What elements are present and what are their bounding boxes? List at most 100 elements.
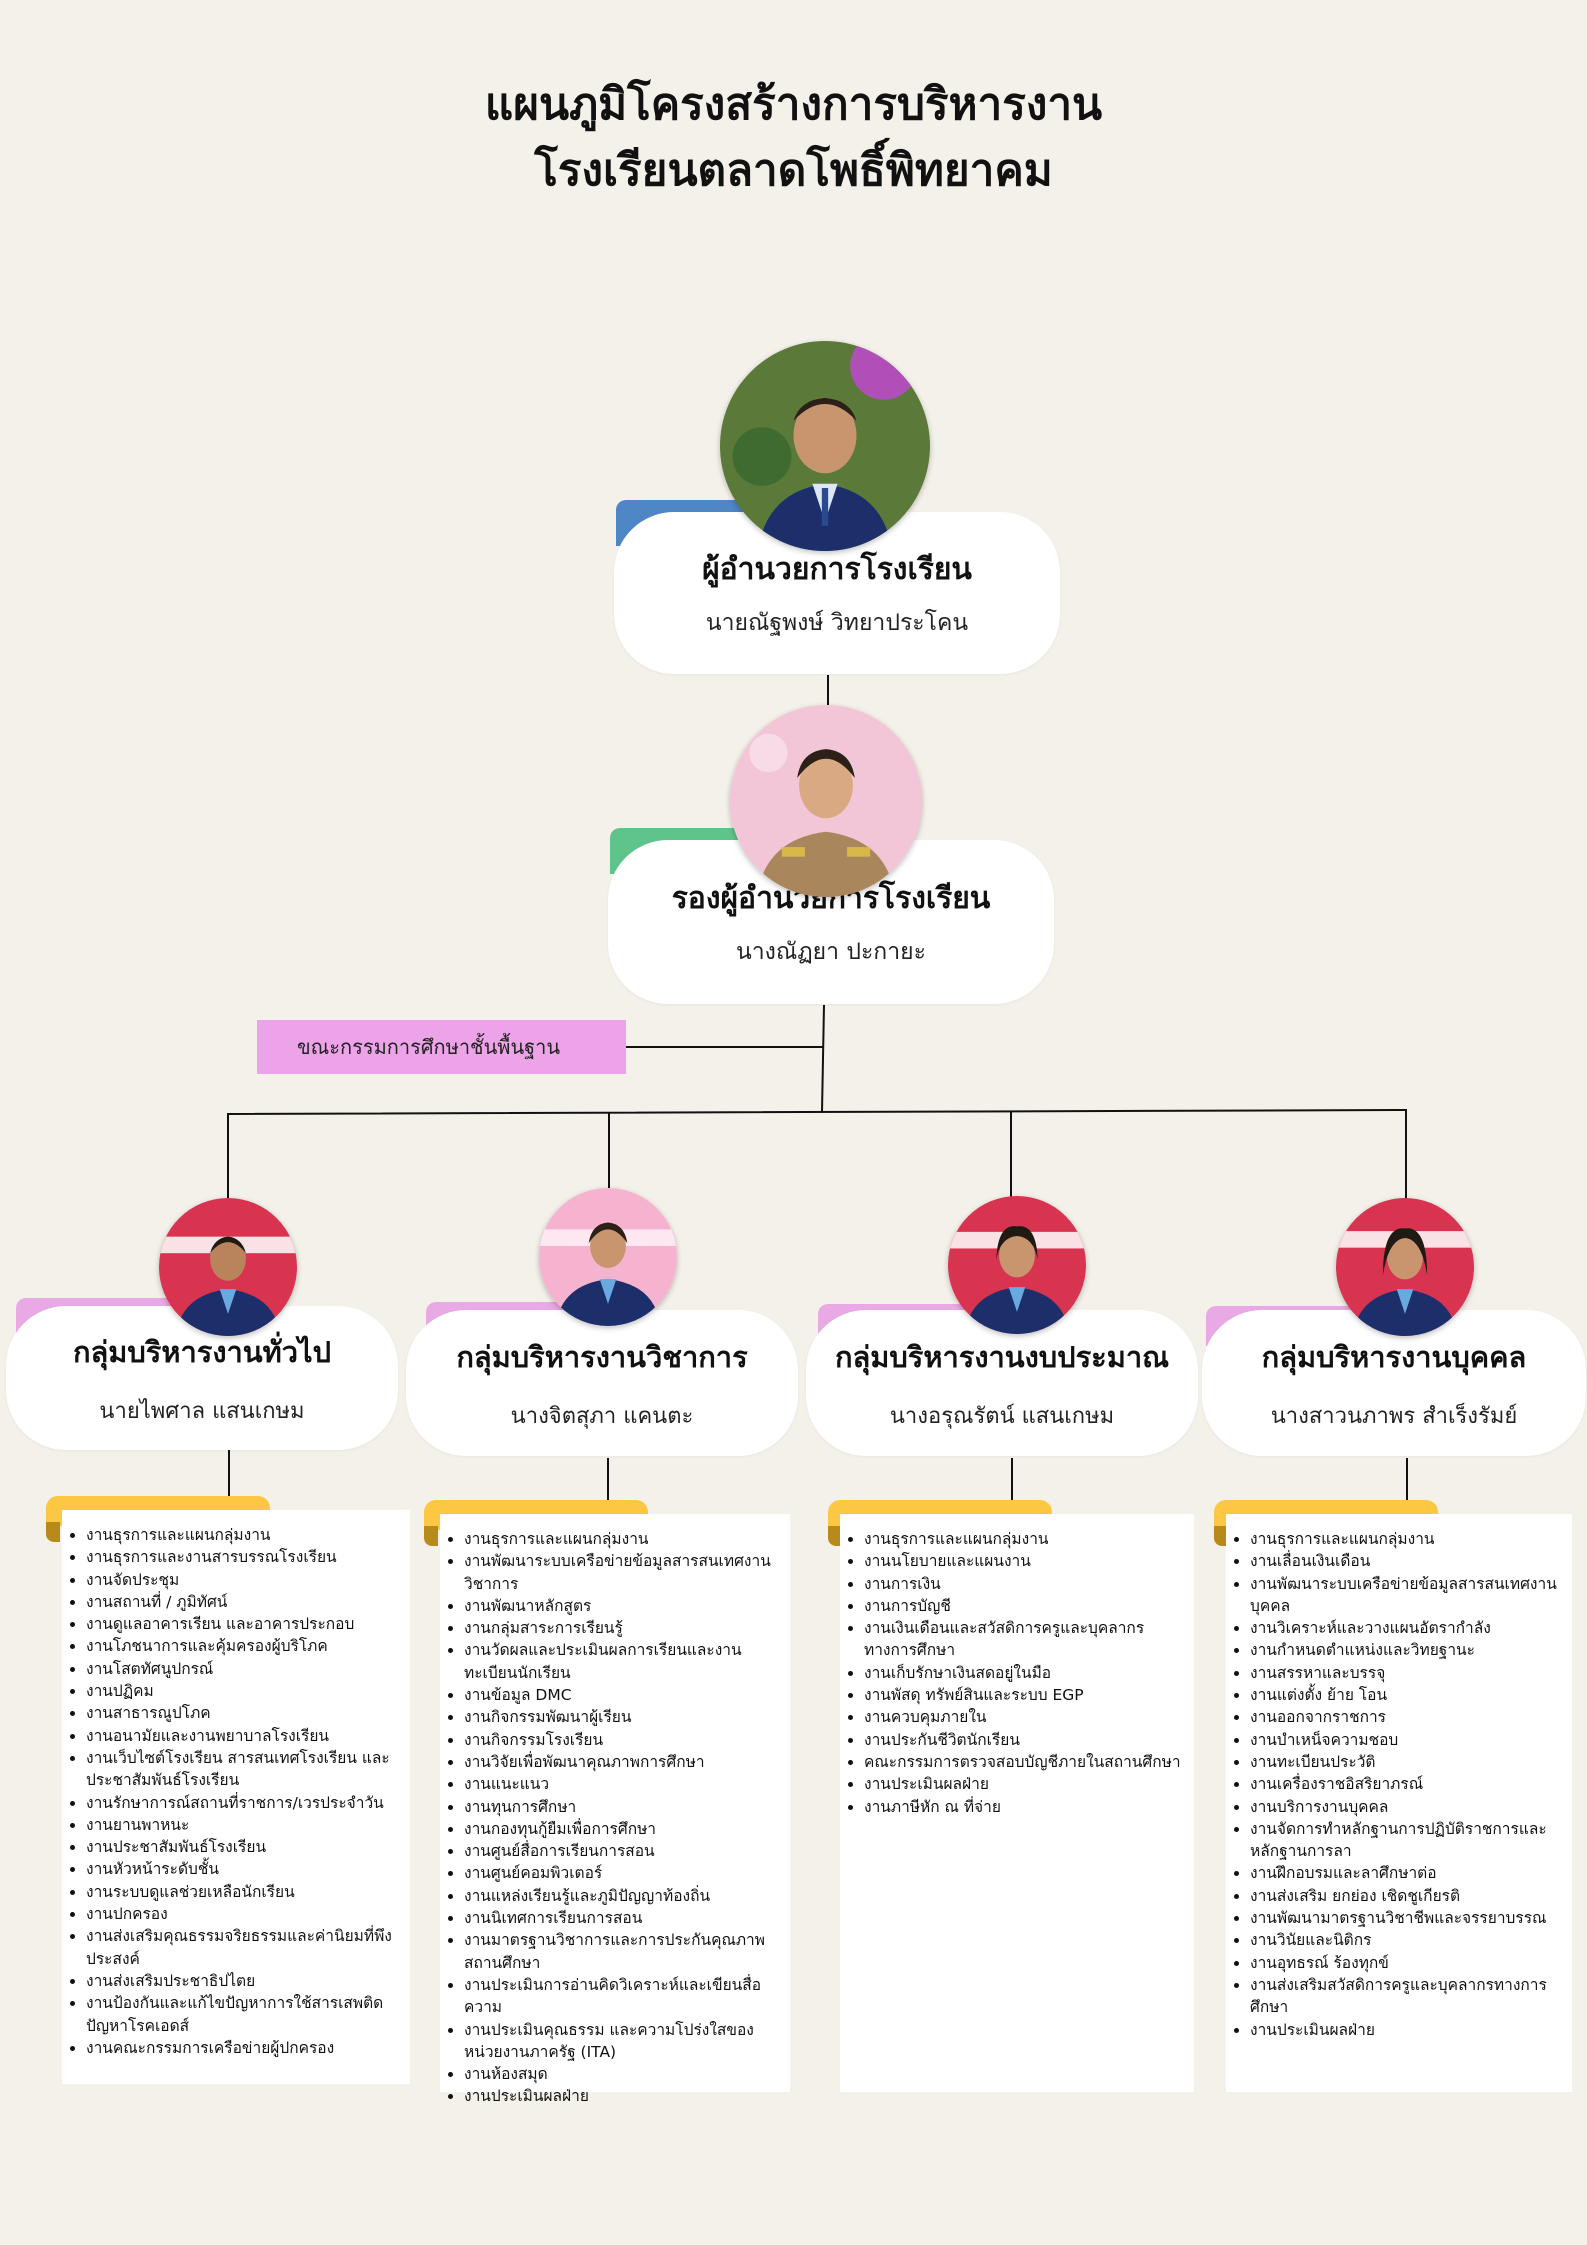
duty-item: งานเก็บรักษาเงินสดอยู่ในมือ: [864, 1662, 1188, 1684]
duty-item: งานธุรการและแผนกลุ่มงาน: [1250, 1528, 1566, 1550]
duty-item: งานบริการงานบุคคล: [1250, 1796, 1566, 1818]
academic-photo: [539, 1188, 677, 1326]
duty-item: งานประเมินผลฝ่าย: [464, 2085, 784, 2107]
duty-item: งานพัสดุ ทรัพย์สินและระบบ EGP: [864, 1684, 1188, 1706]
general-admin-title: กลุ่มบริหารงานทั่วไป: [72, 1334, 332, 1369]
duty-item: งานพัฒนาระบบเครือข่ายข้อมูลสารสนเทศงานวิ…: [464, 1550, 784, 1595]
director-name: นายณัฐพงษ์ วิทยาประโคน: [705, 609, 969, 636]
duty-item: งานสถานที่ / ภูมิทัศน์: [86, 1591, 404, 1613]
duty-item: งานระบบดูแลช่วยเหลือนักเรียน: [86, 1881, 404, 1903]
personnel-photo: [1336, 1198, 1474, 1336]
duty-item: งานสรรหาและบรรจุ: [1250, 1662, 1566, 1684]
budget-head: นางอรุณรัตน์ แสนเกษม: [889, 1403, 1115, 1429]
personnel-duties-panel: งานธุรการและแผนกลุ่มงานงานเลื่อนเงินเดือ…: [1226, 1514, 1572, 2092]
duty-item: งานควบคุมภายใน: [864, 1706, 1188, 1728]
duty-item: งานการบัญชี: [864, 1595, 1188, 1617]
general-duties-panel: งานธุรการและแผนกลุ่มงานงานธุรการและงานสา…: [62, 1510, 410, 2084]
duty-item: งานแต่งตั้ง ย้าย โอน: [1250, 1684, 1566, 1706]
duty-item: งานนโยบายและแผนงาน: [864, 1550, 1188, 1572]
duty-item: งานโภชนาการและคุ้มครองผู้บริโภค: [86, 1635, 404, 1657]
duty-item: งานประกันชีวิตนักเรียน: [864, 1729, 1188, 1751]
general-admin-photo: [159, 1198, 297, 1336]
duty-item: งานห้องสมุด: [464, 2063, 784, 2085]
duty-item: คณะกรรมการตรวจสอบบัญชีภายในสถานศึกษา: [864, 1751, 1188, 1773]
budget-title: กลุ่มบริหารงานงบประมาณ: [834, 1339, 1170, 1374]
duty-item: งานแนะแนว: [464, 1773, 784, 1795]
personnel-title: กลุ่มบริหารงานบุคคล: [1261, 1339, 1527, 1374]
duty-item: งานเลื่อนเงินเดือน: [1250, 1550, 1566, 1572]
title-line-1: แผนภูมิโครงสร้างการบริหารงาน: [484, 79, 1103, 130]
duty-item: งานป้องกันและแก้ไขปัญหาการใช้สารเสพติด ป…: [86, 1992, 404, 2037]
duty-item: งานรักษาการณ์สถานที่ราชการ/เวรประจำวัน: [86, 1792, 404, 1814]
duty-item: งานภาษีหัก ณ ที่จ่าย: [864, 1796, 1188, 1818]
duty-item: งานสาธารณูปโภค: [86, 1702, 404, 1724]
duty-item: งานประชาสัมพันธ์โรงเรียน: [86, 1836, 404, 1858]
duty-item: งานเงินเดือนและสวัสดิการครูและบุคลากรทาง…: [864, 1617, 1188, 1662]
budget-duties-panel: งานธุรการและแผนกลุ่มงานงานนโยบายและแผนงา…: [840, 1514, 1194, 2092]
general-admin-card: กลุ่มบริหารงานทั่วไป นายไพศาล แสนเกษม: [6, 1306, 398, 1450]
duty-item: งานประเมินผลฝ่าย: [1250, 2019, 1566, 2041]
duty-item: งานพัฒนาระบบเครือข่ายข้อมูลสารสนเทศงานบุ…: [1250, 1573, 1566, 1618]
duty-item: งานวิเคราะห์และวางแผนอัตรากำลัง: [1250, 1617, 1566, 1639]
duty-item: งานวินัยและนิติกร: [1250, 1929, 1566, 1951]
duty-item: งานธุรการและแผนกลุ่มงาน: [864, 1528, 1188, 1550]
duty-item: งานประเมินการอ่านคิดวิเคราะห์และเขียนสื่…: [464, 1974, 784, 2019]
academic-duties-list: งานธุรการและแผนกลุ่มงานงานพัฒนาระบบเครือ…: [440, 1514, 790, 2108]
duty-item: งานกิจกรรมโรงเรียน: [464, 1729, 784, 1751]
academic-duties-panel: งานธุรการและแผนกลุ่มงานงานพัฒนาระบบเครือ…: [440, 1514, 790, 2105]
director-photo: [720, 341, 930, 551]
duty-item: งานโสตทัศนูปกรณ์: [86, 1658, 404, 1680]
duty-item: งานทุนการศึกษา: [464, 1796, 784, 1818]
connector-deputy-trunk: [821, 1004, 825, 1113]
duty-item: งานประเมินคุณธรรม และความโปร่งใสของหน่วย…: [464, 2019, 784, 2064]
duty-item: งานปกครอง: [86, 1903, 404, 1925]
duty-item: งานหัวหน้าระดับชั้น: [86, 1858, 404, 1880]
duty-item: งานกำหนดตำแหน่งและวิทยฐานะ: [1250, 1639, 1566, 1661]
page-title: แผนภูมิโครงสร้างการบริหารงาน โรงเรียนตลา…: [0, 72, 1587, 204]
duty-item: งานนิเทศการเรียนการสอน: [464, 1907, 784, 1929]
duty-item: งานวิจัยเพื่อพัฒนาคุณภาพการศึกษา: [464, 1751, 784, 1773]
duty-item: งานเครื่องราชอิสริยาภรณ์: [1250, 1773, 1566, 1795]
budget-duties-list: งานธุรการและแผนกลุ่มงานงานนโยบายและแผนงา…: [840, 1514, 1194, 1818]
duty-item: งานธุรการและแผนกลุ่มงาน: [86, 1524, 404, 1546]
duty-item: งานจัดการทำหลักฐานการปฏิบัติราชการและหลั…: [1250, 1818, 1566, 1863]
duty-item: งานจัดประชุม: [86, 1569, 404, 1591]
duty-item: งานกลุ่มสาระการเรียนรู้: [464, 1617, 784, 1639]
duty-item: งานออกจากราชการ: [1250, 1706, 1566, 1728]
committee-box: ขณะกรรมการศึกษาชั้นพื้นฐาน: [257, 1020, 626, 1074]
duty-item: งานปฏิคม: [86, 1680, 404, 1702]
duty-item: งานส่งเสริมคุณธรรมจริยธรรมและค่านิยมที่พ…: [86, 1925, 404, 1970]
title-line-2: โรงเรียนตลาดโพธิ์พิทยาคม: [534, 145, 1053, 196]
duty-item: งานคณะกรรมการเครือข่ายผู้ปกครอง: [86, 2037, 404, 2059]
duty-item: งานแหล่งเรียนรู้และภูมิปัญญาท้องถิ่น: [464, 1885, 784, 1907]
duty-item: งานทะเบียนประวัติ: [1250, 1751, 1566, 1773]
academic-title: กลุ่มบริหารงานวิชาการ: [456, 1339, 748, 1374]
general-admin-head: นายไพศาล แสนเกษม: [99, 1398, 305, 1424]
personnel-duties-list: งานธุรการและแผนกลุ่มงานงานเลื่อนเงินเดือ…: [1226, 1514, 1572, 2041]
budget-card: กลุ่มบริหารงานงบประมาณ นางอรุณรัตน์ แสนเ…: [806, 1310, 1198, 1456]
duty-item: งานเว็บไซต์โรงเรียน สารสนเทศโรงเรียน และ…: [86, 1747, 404, 1792]
duty-item: งานฝึกอบรมและลาศึกษาต่อ: [1250, 1862, 1566, 1884]
duty-item: งานส่งเสริม ยกย่อง เชิดชูเกียรติ: [1250, 1885, 1566, 1907]
duty-item: งานศูนย์สื่อการเรียนการสอน: [464, 1840, 784, 1862]
duty-item: งานศูนย์คอมพิวเตอร์: [464, 1862, 784, 1884]
academic-head: นางจิตสุภา แคนตะ: [510, 1403, 694, 1429]
duty-item: งานส่งเสริมสวัสดิการครูและบุคลากรทางการศ…: [1250, 1974, 1566, 2019]
duty-item: งานวัดผลและประเมินผลการเรียนและงานทะเบีย…: [464, 1639, 784, 1684]
duty-item: งานส่งเสริมประชาธิปไตย: [86, 1970, 404, 1992]
duty-item: งานอุทธรณ์ ร้องทุกข์: [1250, 1952, 1566, 1974]
personnel-head: นางสาวนภาพร สำเร็งรัมย์: [1270, 1403, 1518, 1429]
duty-item: งานดูแลอาคารเรียน และอาคารประกอบ: [86, 1613, 404, 1635]
deputy-card: รองผู้อำนวยการโรงเรียน นางณัฏยา ปะกายะ: [608, 840, 1054, 1004]
duty-item: งานกิจกรรมพัฒนาผู้เรียน: [464, 1706, 784, 1728]
general-duties-list: งานธุรการและแผนกลุ่มงานงานธุรการและงานสา…: [62, 1510, 410, 2059]
duty-item: งานประเมินผลฝ่าย: [864, 1773, 1188, 1795]
duty-item: งานอนามัยและงานพยาบาลโรงเรียน: [86, 1725, 404, 1747]
budget-photo: [948, 1196, 1086, 1334]
duty-item: งานธุรการและงานสารบรรณโรงเรียน: [86, 1546, 404, 1568]
duty-item: งานการเงิน: [864, 1573, 1188, 1595]
deputy-photo: [730, 705, 922, 897]
director-role: ผู้อำนวยการโรงเรียน: [702, 551, 972, 587]
academic-card: กลุ่มบริหารงานวิชาการ นางจิตสุภา แคนตะ: [406, 1310, 798, 1456]
